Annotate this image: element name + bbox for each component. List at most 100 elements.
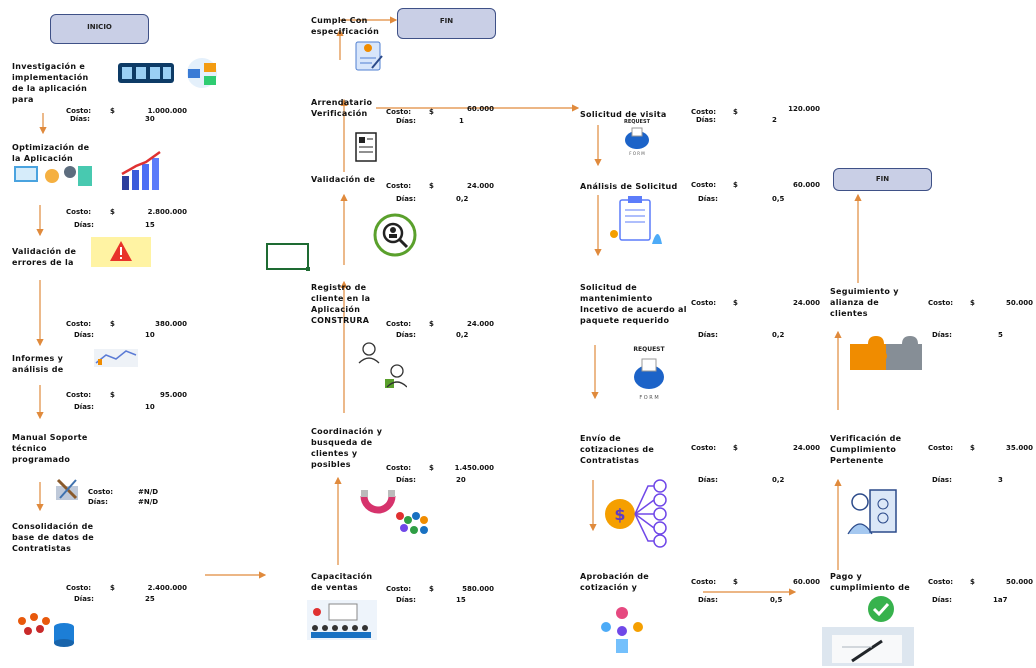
cost-label: Costo: xyxy=(691,181,717,189)
cost-value: 2.400.000 xyxy=(147,584,187,592)
days-label: Días: xyxy=(74,403,94,411)
days-value: 0,2 xyxy=(456,195,469,203)
days-value: 15 xyxy=(145,221,155,229)
cost-label: Costo: xyxy=(386,108,412,116)
search-people-icon xyxy=(373,213,417,257)
cost-value: 24.000 xyxy=(466,320,494,328)
currency-sign: $ xyxy=(110,208,115,216)
cost-value: 24.000 xyxy=(792,299,820,307)
cost-value: #N/D xyxy=(138,488,159,496)
days-value: 5 xyxy=(998,331,1003,339)
step-title: Aprobación de cotización y xyxy=(580,572,649,592)
days-value: 2 xyxy=(772,116,777,124)
cost-value: 1.000.000 xyxy=(147,107,187,115)
cost-label: Costo: xyxy=(691,108,717,116)
step-title: Validación de errores de la xyxy=(12,247,77,267)
days-value: 0,2 xyxy=(772,476,785,484)
days-value: 15 xyxy=(456,596,466,604)
cost-label: Costo: xyxy=(691,299,717,307)
step-title: Consolidación de base de datos de Contra… xyxy=(12,522,94,553)
currency-sign: $ xyxy=(970,444,975,452)
user-profile-icon xyxy=(358,342,407,388)
step-title: Investigación e implementación de la apl… xyxy=(12,62,89,104)
approval-people-icon xyxy=(601,607,643,653)
fill-handle[interactable] xyxy=(306,267,310,271)
step-title: Manual Soporte técnico programado xyxy=(12,433,88,464)
days-label: Días: xyxy=(396,195,416,203)
verification-checklist-icon xyxy=(847,489,897,535)
checklist-icon xyxy=(355,41,383,71)
currency-sign: $ xyxy=(733,578,738,586)
currency-sign: $ xyxy=(429,585,434,593)
cost-label: Costo: xyxy=(928,578,954,586)
request-form-icon: REQUEST F O R M xyxy=(622,118,652,156)
days-label: Días: xyxy=(932,331,952,339)
days-label: Días: xyxy=(70,115,90,123)
cost-value: 35.000 xyxy=(1005,444,1033,452)
form-text: F O R M xyxy=(629,151,645,156)
days-label: Días: xyxy=(74,331,94,339)
cost-value: 380.000 xyxy=(155,320,187,328)
step-title: Informes y análisis de xyxy=(12,354,64,374)
database-icon xyxy=(18,613,74,647)
currency-sign: $ xyxy=(970,578,975,586)
days-value: 0,5 xyxy=(770,596,783,604)
days-label: Días: xyxy=(932,476,952,484)
magnet-crowd-icon xyxy=(360,490,428,534)
step-title: Optimización de la Aplicación xyxy=(12,143,90,163)
optimization-people-icon xyxy=(14,166,92,186)
days-value: 0,2 xyxy=(772,331,785,339)
days-label: Días: xyxy=(396,117,416,125)
end-terminal-top: FIN xyxy=(397,8,496,39)
cost-value: 50.000 xyxy=(1005,299,1033,307)
days-value: 30 xyxy=(145,115,155,123)
cost-value: 24.000 xyxy=(792,444,820,452)
request-text: REQUEST xyxy=(624,119,651,125)
currency-sign: $ xyxy=(110,320,115,328)
currency-sign: $ xyxy=(970,299,975,307)
days-label: Días: xyxy=(396,331,416,339)
days-value: 10 xyxy=(145,331,155,339)
days-label: Días: xyxy=(74,595,94,603)
cost-label: Costo: xyxy=(386,320,412,328)
cost-value: 60.000 xyxy=(792,181,820,189)
days-label: Días: xyxy=(698,476,718,484)
days-value: #N/D xyxy=(138,498,159,506)
end-label: FIN xyxy=(875,175,890,183)
check-circle-icon xyxy=(868,596,894,622)
selected-cell[interactable] xyxy=(266,243,310,271)
report-charts-icon xyxy=(94,349,138,367)
step-title: Cumple Con especificación xyxy=(311,16,380,36)
currency-sign: $ xyxy=(429,464,434,472)
signing-contract-icon xyxy=(822,627,914,666)
days-value: 1a7 xyxy=(993,596,1008,604)
step-title: Pago y cumplimiento de xyxy=(830,572,910,592)
days-label: Días: xyxy=(88,498,108,506)
days-value: 0,2 xyxy=(456,331,469,339)
cost-value: 580.000 xyxy=(462,585,494,593)
start-label: INICIO xyxy=(87,23,112,31)
clipboard-analysis-icon xyxy=(610,196,662,244)
warning-icon xyxy=(91,237,151,267)
cost-label: Costo: xyxy=(928,299,954,307)
step-title: Verificación de Cumplimiento Pertenente xyxy=(830,434,902,465)
cost-label: Costo: xyxy=(66,208,92,216)
cost-value: 120.000 xyxy=(788,105,820,113)
cost-label: Costo: xyxy=(386,182,412,190)
request-text: REQUEST xyxy=(633,346,665,353)
step-title: Arrendatario Verificación xyxy=(311,98,373,117)
cost-label: Costo: xyxy=(386,464,412,472)
cost-label: Costo: xyxy=(66,107,92,115)
days-label: Días: xyxy=(698,596,718,604)
svg-text:$: $ xyxy=(614,505,625,524)
form-text: F O R M xyxy=(639,395,658,401)
step-title: Registro de cliente en la Aplicación CON… xyxy=(311,283,371,325)
days-label: Días: xyxy=(698,331,718,339)
days-value: 1 xyxy=(459,117,464,125)
cost-label: Costo: xyxy=(66,320,92,328)
currency-sign: $ xyxy=(733,444,738,452)
end-terminal-right: FIN xyxy=(833,168,932,191)
cost-label: Costo: xyxy=(386,585,412,593)
days-label: Días: xyxy=(696,116,716,124)
